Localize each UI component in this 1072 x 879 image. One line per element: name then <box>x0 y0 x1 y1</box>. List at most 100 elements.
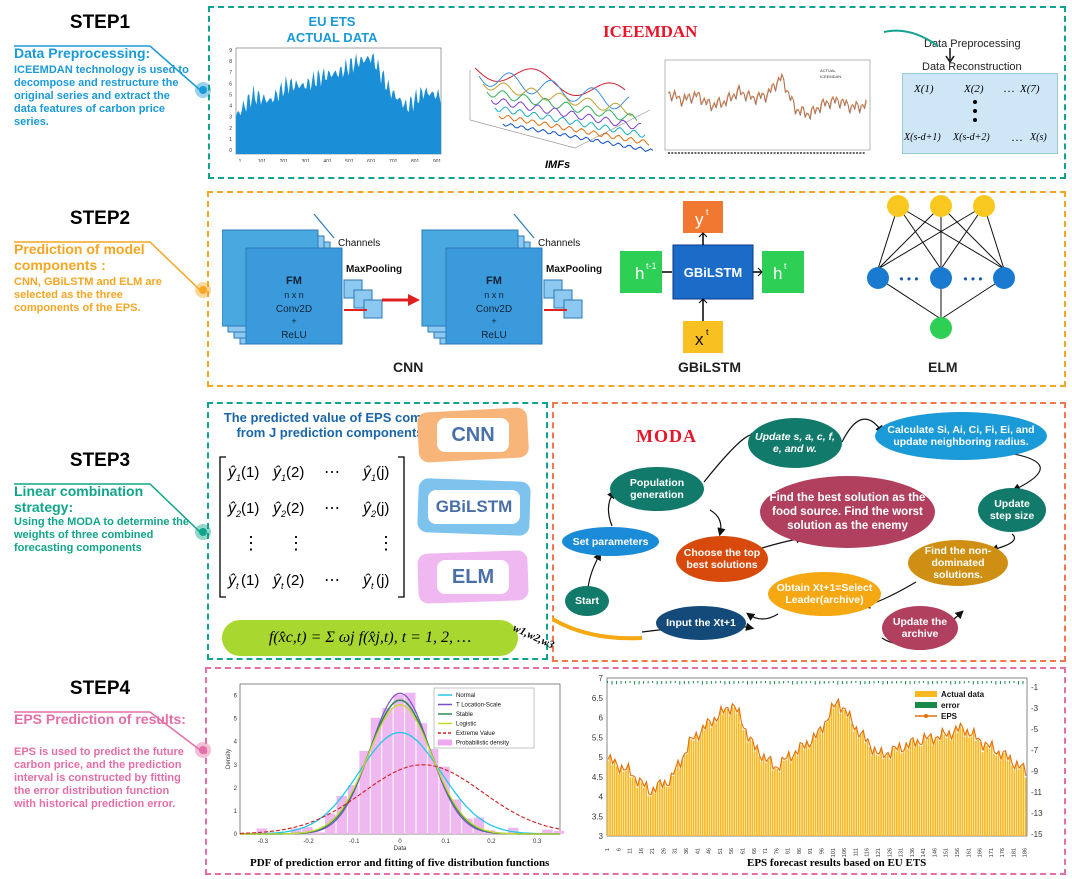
eps-bar <box>699 734 702 836</box>
eps-xtick: 46 <box>707 848 713 854</box>
pdf-xtick: -0.1 <box>349 839 360 845</box>
eps-bar <box>864 742 867 836</box>
pdf-legend-item: Normal <box>456 693 475 699</box>
eps-bar <box>871 756 873 836</box>
error-bar <box>891 681 893 684</box>
error-bar <box>652 681 654 683</box>
eps-ytick-left: 4 <box>599 793 604 802</box>
eps-bar <box>701 726 704 836</box>
eps-xtick: 166 <box>978 848 984 857</box>
elm-label: ELM <box>928 359 958 375</box>
eps-bar <box>844 710 846 836</box>
eps-bar <box>735 713 738 836</box>
svg-text:1: 1 <box>236 473 241 483</box>
eps-bar <box>1002 753 1004 836</box>
svg-text:t: t <box>236 581 239 591</box>
svg-text:t: t <box>371 581 374 591</box>
eps-bar <box>900 753 903 836</box>
eps-bar <box>688 738 690 836</box>
error-bar <box>733 681 735 684</box>
pdf-ytick: 6 <box>234 694 238 700</box>
eu-ytick: 4 <box>229 104 232 110</box>
component-elm-inner: ELM <box>437 560 509 594</box>
eps-caption: EPS forecast results based on EU ETS <box>747 857 927 869</box>
eps-bar <box>981 752 984 836</box>
pdf-bar <box>553 830 565 834</box>
eps-bar <box>1024 777 1027 836</box>
step-heading-1: Data Preprocessing: <box>14 45 151 61</box>
svg-text:(2): (2) <box>286 572 304 589</box>
eps-bar <box>726 708 729 836</box>
weights-arrow <box>552 616 643 641</box>
error-bar <box>796 681 798 685</box>
eps-bar <box>812 734 815 836</box>
eps-ytick-left: 3 <box>599 832 604 841</box>
eps-bar <box>810 745 812 836</box>
error-bar <box>616 681 618 685</box>
error-bar <box>900 681 902 683</box>
eps-bar <box>613 760 616 836</box>
eps-bar <box>828 718 830 836</box>
step-heading-4: EPS Prediction of results: <box>14 711 186 727</box>
eps-bar <box>925 740 928 836</box>
eps-bar <box>884 756 887 836</box>
eps-bar <box>943 735 946 836</box>
eps-ytick-left: 6 <box>599 714 604 723</box>
lstm-yt-sup: t <box>706 207 709 217</box>
pdf-ytick: 4 <box>234 740 238 746</box>
error-bar <box>914 681 916 684</box>
iceemdan-title: ICEEMDAN <box>603 22 698 41</box>
error-bar <box>1017 681 1019 685</box>
eps-bar <box>683 754 686 836</box>
error-bar <box>828 681 830 684</box>
eps-xtick: 131 <box>899 848 905 857</box>
error-bar <box>999 681 1001 685</box>
error-bar <box>647 681 649 684</box>
eps-xtick: 116 <box>865 848 871 857</box>
eps-bar <box>774 768 776 836</box>
eps-bar <box>645 783 648 836</box>
eps-xtick: 61 <box>740 848 746 854</box>
cnn-fm: FM <box>486 275 502 287</box>
pdf-xtick: -0.2 <box>303 839 314 845</box>
eps-bar <box>744 730 747 836</box>
eu-ytick: 5 <box>229 92 232 98</box>
eps-bar <box>859 735 862 836</box>
imf-line <box>502 123 654 152</box>
eps-bar <box>629 777 632 836</box>
error-bar <box>792 681 794 685</box>
pdf-ytick: 5 <box>234 717 238 723</box>
step-desc-4: EPS is used to predict the future carbon… <box>14 746 184 810</box>
eps-bar <box>905 744 907 836</box>
eu-xtick: 701 <box>389 159 398 162</box>
error-bar <box>846 681 848 684</box>
imf-line <box>494 106 646 138</box>
eps-bar <box>866 740 869 836</box>
eps-bar <box>880 749 882 836</box>
eps-xtick: 146 <box>932 848 938 857</box>
svg-text:⋯: ⋯ <box>324 572 340 589</box>
xt-box <box>683 321 723 353</box>
error-bar <box>638 681 640 685</box>
eps-xtick: 186 <box>1023 848 1029 857</box>
eps-bar <box>837 700 839 836</box>
moda-arrow <box>709 509 726 537</box>
eps-bar <box>857 738 860 836</box>
eps-bar <box>631 777 634 836</box>
eps-bar <box>636 787 639 836</box>
step-desc-2: CNN, GBiLSTM and ELM are selected as the… <box>14 276 162 314</box>
eps-bar <box>898 744 900 836</box>
error-bar <box>751 681 753 685</box>
eps-bar <box>640 782 643 836</box>
cnn-relu: ReLU <box>281 330 307 341</box>
eps-bar <box>798 744 801 836</box>
cnn-plus: + <box>491 316 496 326</box>
error-bar <box>972 681 974 685</box>
eps-bar <box>1008 756 1011 836</box>
error-bar <box>945 681 947 683</box>
error-bar <box>954 681 956 685</box>
elm-hidden-node <box>867 267 889 289</box>
eps-bar <box>742 729 745 836</box>
pdf-legend <box>433 687 535 749</box>
eps-bar <box>923 734 925 836</box>
